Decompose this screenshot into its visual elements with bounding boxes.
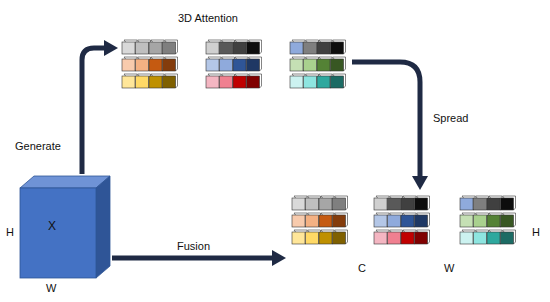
attention-cell [333, 215, 346, 227]
attention-cell [319, 198, 332, 210]
attention-cell [306, 215, 319, 227]
attention-cell [319, 215, 332, 227]
attention-cell [501, 215, 514, 227]
attention-cell [163, 76, 176, 88]
attention-cell [331, 42, 344, 54]
attention-cell [163, 42, 176, 54]
attention-cell [460, 198, 473, 210]
attention-cell [290, 59, 303, 71]
arrow-line [112, 256, 274, 261]
attention-cell [306, 198, 319, 210]
attention-cell [290, 42, 303, 54]
attention-cell [374, 232, 387, 244]
attention-cell [149, 42, 162, 54]
attention-cell [501, 198, 514, 210]
attention-cell [388, 232, 401, 244]
attention-cell [319, 232, 332, 244]
attention-cell [306, 232, 319, 244]
attention-cell [401, 232, 414, 244]
group-heading: 3D Attention [178, 12, 238, 24]
attention-cell [206, 76, 219, 88]
attention-cell [331, 59, 344, 71]
attention-cell [122, 76, 135, 88]
attention-cell [233, 42, 246, 54]
attention-cell [460, 215, 473, 227]
attention-cell [374, 198, 387, 210]
attention-cell [247, 76, 260, 88]
attention-cell [292, 232, 305, 244]
tensor-name: X [48, 220, 56, 233]
attention-cell [460, 232, 473, 244]
tensor-blocks [122, 40, 516, 244]
flow-arrow [112, 250, 286, 266]
attention-cell [122, 42, 135, 54]
attention-cell [304, 42, 317, 54]
attention-cell [415, 232, 428, 244]
dimension-label: C [358, 262, 366, 274]
attention-cell [415, 198, 428, 210]
output-group: C W H [286, 190, 546, 280]
attention-cell [487, 215, 500, 227]
arrow-head [272, 250, 286, 266]
edge-label: Spread [432, 112, 469, 124]
arrow-line [82, 48, 106, 174]
attention-cell [487, 198, 500, 210]
attention-cell [474, 215, 487, 227]
attention-cell [317, 42, 330, 54]
attention-cell [374, 215, 387, 227]
dimension-label: H [6, 226, 14, 238]
attention-cell [122, 59, 135, 71]
cube-top [20, 176, 110, 188]
attention-cell [247, 42, 260, 54]
attention-cell [149, 76, 162, 88]
attention-cell [388, 215, 401, 227]
attention-cell [149, 59, 162, 71]
dimension-label: H [532, 226, 540, 238]
attention-cell [415, 215, 428, 227]
attention-cell [220, 76, 233, 88]
attention-cell [333, 198, 346, 210]
dimension-label: W [46, 282, 56, 294]
cube-side [96, 176, 110, 278]
attention-cell [206, 59, 219, 71]
attention-cell [206, 42, 219, 54]
attention-cell [304, 76, 317, 88]
attention-cell [136, 59, 149, 71]
attention-cell [474, 198, 487, 210]
attention-cell [401, 215, 414, 227]
attention-cell [388, 198, 401, 210]
cube-front [20, 188, 96, 278]
arrow-head [104, 40, 118, 56]
attention-cell [247, 59, 260, 71]
attention-cell [136, 76, 149, 88]
attention-cell [233, 59, 246, 71]
arrow-head [412, 176, 428, 190]
attention-group: 3D Attention [118, 10, 352, 102]
arrow-line [352, 62, 420, 178]
attention-cell [220, 42, 233, 54]
attention-cell [317, 59, 330, 71]
attention-cell [136, 42, 149, 54]
attention-cell [474, 232, 487, 244]
attention-cell [401, 198, 414, 210]
attention-cell [220, 59, 233, 71]
attention-cell [304, 59, 317, 71]
edge-label: Fusion [176, 240, 211, 252]
attention-cell [233, 76, 246, 88]
attention-cell [163, 59, 176, 71]
input-cube: X [18, 174, 112, 280]
attention-cell [501, 232, 514, 244]
flow-arrow [82, 40, 118, 174]
flow-arrow [352, 62, 428, 190]
attention-cell [317, 76, 330, 88]
dimension-label: W [444, 262, 454, 274]
edge-label: Generate [14, 140, 62, 152]
attention-cell [290, 76, 303, 88]
attention-cell [292, 215, 305, 227]
attention-cell [487, 232, 500, 244]
attention-cell [331, 76, 344, 88]
attention-cell [333, 232, 346, 244]
attention-cell [292, 198, 305, 210]
